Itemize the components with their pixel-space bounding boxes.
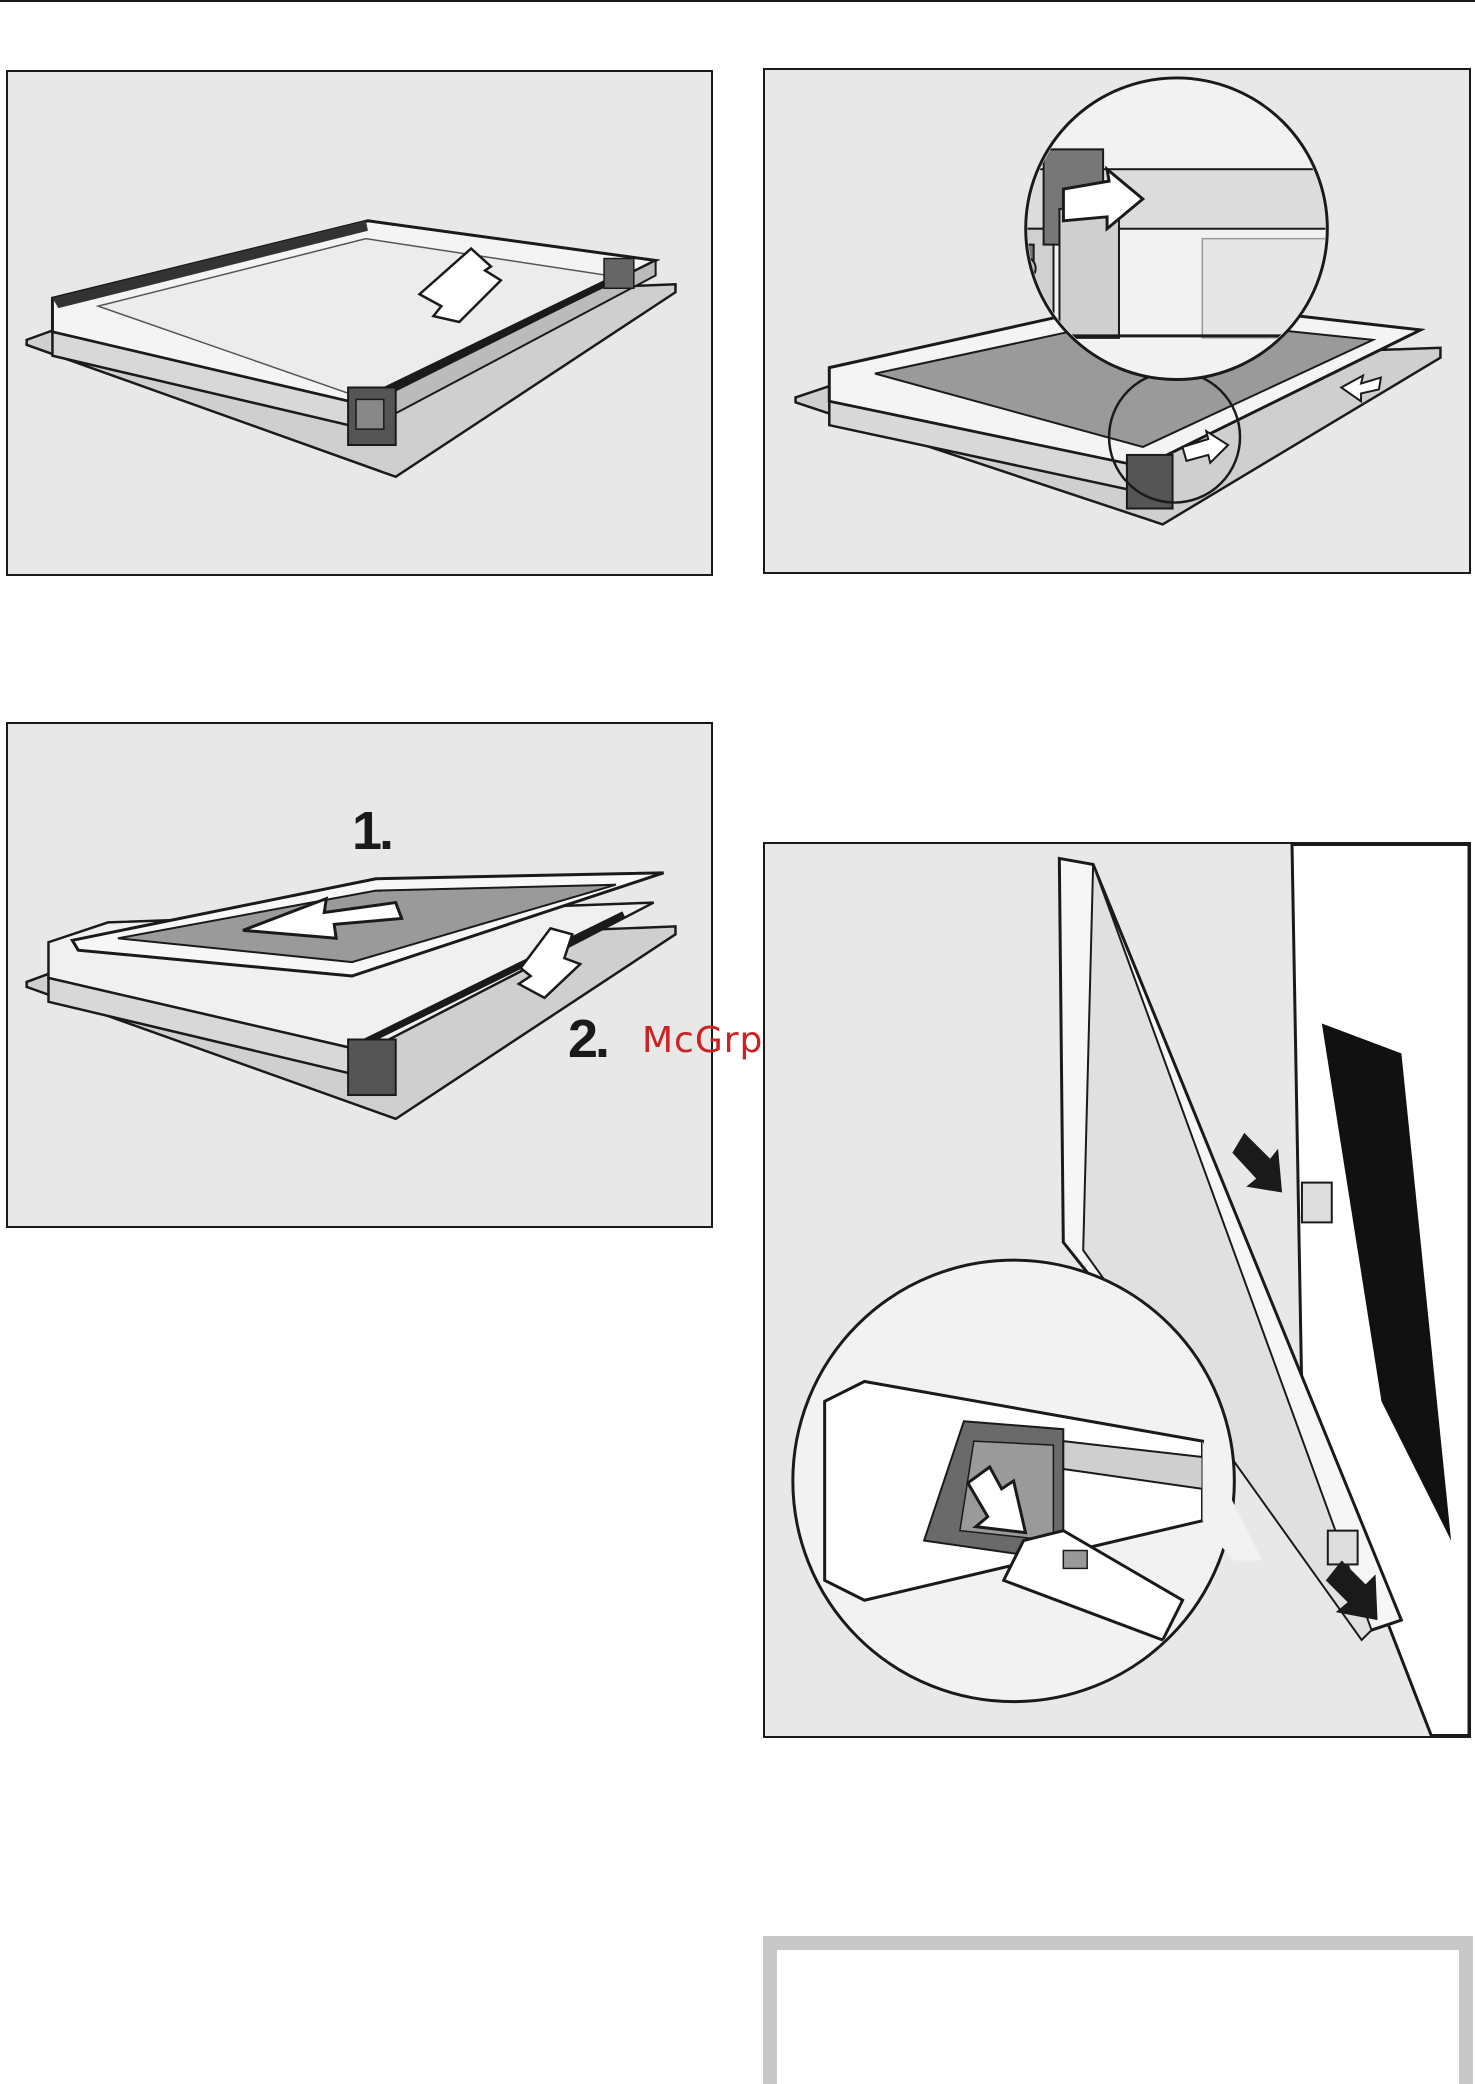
note-box — [763, 1936, 1473, 2084]
figure-steps-remove-pane — [6, 722, 713, 1228]
figure-door-hinge-lock — [763, 842, 1471, 1738]
top-rule — [0, 0, 1475, 2]
step-number-1: 1. — [352, 800, 391, 862]
figure-glass-pane-insert — [6, 70, 713, 576]
step-number-2: 2. — [568, 1008, 607, 1070]
figure-clip-detail — [763, 68, 1471, 574]
door-illustration-1 — [8, 72, 711, 574]
door-illustration-4 — [765, 844, 1469, 1736]
door-illustration-2 — [765, 70, 1469, 572]
